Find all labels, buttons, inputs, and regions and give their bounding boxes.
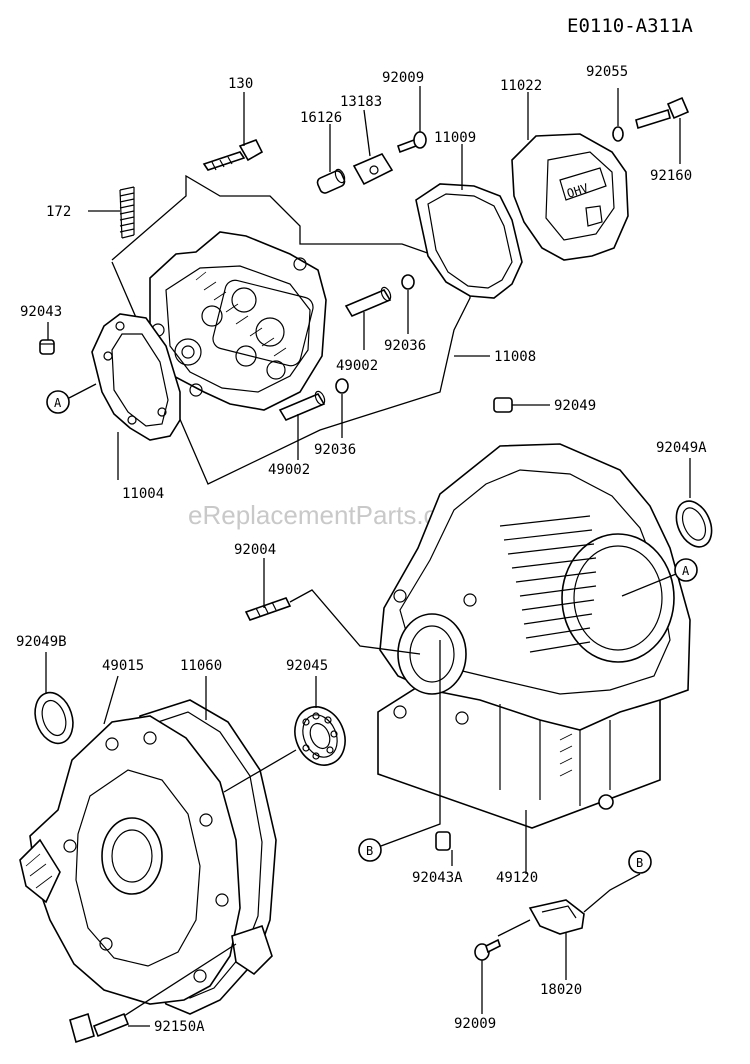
label-92036-lower[interactable]: 92036: [314, 442, 356, 458]
svg-text:A: A: [54, 396, 62, 410]
plate-13183[interactable]: [352, 152, 394, 186]
label-92045[interactable]: 92045: [286, 658, 328, 674]
diagram-code: E0110-A311A: [567, 15, 693, 37]
label-11022[interactable]: 11022: [500, 78, 542, 94]
cylinder-head[interactable]: [149, 231, 327, 411]
bolt-92150A[interactable]: [69, 1012, 130, 1044]
svg-text:A: A: [682, 564, 690, 578]
cap-92049[interactable]: [493, 397, 513, 413]
ref-marker-b-right: B: [628, 850, 652, 874]
leader-bearing-axis: [223, 749, 297, 793]
crankcase-cover-49015[interactable]: [19, 715, 273, 1005]
bracket-18020[interactable]: [528, 899, 585, 935]
head-gasket[interactable]: [91, 313, 181, 441]
label-49002-lower[interactable]: 49002: [268, 462, 310, 478]
label-92009-top[interactable]: 92009: [382, 70, 424, 86]
lifter-49002-upper[interactable]: [344, 286, 393, 318]
rocker-cover-11022[interactable]: OHV: [511, 133, 629, 261]
ref-marker-a-left: A: [46, 390, 70, 414]
spring-172[interactable]: [119, 186, 135, 239]
label-92055[interactable]: 92055: [586, 64, 628, 80]
leader-a-left: [68, 383, 97, 399]
label-92004[interactable]: 92004: [234, 542, 276, 558]
leader-49015: [103, 675, 119, 725]
lifter-49002-lower[interactable]: [278, 390, 327, 422]
leader-bracket-B: [583, 873, 641, 913]
bearing-92045[interactable]: [286, 699, 354, 773]
label-92043[interactable]: 92043: [20, 304, 62, 320]
o-ring-92055[interactable]: [612, 126, 624, 142]
head-group-bracket: [111, 174, 471, 485]
label-172[interactable]: 172: [46, 204, 71, 220]
label-49015[interactable]: 49015: [102, 658, 144, 674]
stud-92004[interactable]: [244, 597, 292, 621]
label-49002-upper[interactable]: 49002: [336, 358, 378, 374]
cover-gasket-11009[interactable]: [415, 183, 523, 299]
leader-92150A-axis: [123, 943, 237, 1017]
leader-a-right: [621, 573, 677, 597]
screw-92009-top[interactable]: [396, 131, 427, 154]
label-92036-upper[interactable]: 92036: [384, 338, 426, 354]
label-11009[interactable]: 11009: [434, 130, 476, 146]
oil-seal-92049B[interactable]: [29, 688, 79, 749]
label-16126[interactable]: 16126: [300, 110, 342, 126]
bolt-92160[interactable]: [635, 96, 690, 130]
ref-marker-b-left: B: [358, 838, 382, 862]
dowel-pin-92043[interactable]: [39, 339, 55, 355]
label-92049B[interactable]: 92049B: [16, 634, 67, 650]
svg-text:B: B: [636, 856, 643, 870]
cover-embossing: OHV: [565, 181, 590, 201]
svg-text:B: B: [366, 844, 373, 858]
ref-marker-a-right: A: [674, 558, 698, 582]
label-18020[interactable]: 18020: [540, 982, 582, 998]
label-130[interactable]: 130: [228, 76, 253, 92]
label-49120[interactable]: 49120: [496, 870, 538, 886]
leader-92004-stud-path: [289, 589, 421, 655]
dowel-pin-92043A[interactable]: [435, 831, 451, 851]
label-92150A[interactable]: 92150A: [154, 1019, 205, 1035]
label-11004[interactable]: 11004: [122, 486, 164, 502]
ring-92036-upper[interactable]: [401, 274, 415, 290]
bolt-130[interactable]: [202, 138, 264, 171]
plug-16126[interactable]: [316, 168, 347, 195]
label-92009-bottom[interactable]: 92009: [454, 1016, 496, 1032]
oil-seal-92049A[interactable]: [670, 496, 719, 553]
screw-92009-bottom[interactable]: [474, 938, 501, 961]
leader-bracket-screw: [497, 919, 531, 937]
label-92049A[interactable]: 92049A: [656, 440, 707, 456]
crankcase-49120[interactable]: [377, 443, 691, 829]
ring-92036-lower[interactable]: [335, 378, 349, 394]
label-13183[interactable]: 13183: [340, 94, 382, 110]
label-92160[interactable]: 92160: [650, 168, 692, 184]
label-11060[interactable]: 11060: [180, 658, 222, 674]
watermark: eReplacementParts.com: [188, 500, 473, 530]
leader-b-left: [380, 640, 441, 847]
leader-13183: [363, 109, 371, 157]
label-92049[interactable]: 92049: [554, 398, 596, 414]
label-11008[interactable]: 11008: [494, 349, 536, 365]
label-92043A[interactable]: 92043A: [412, 870, 463, 886]
